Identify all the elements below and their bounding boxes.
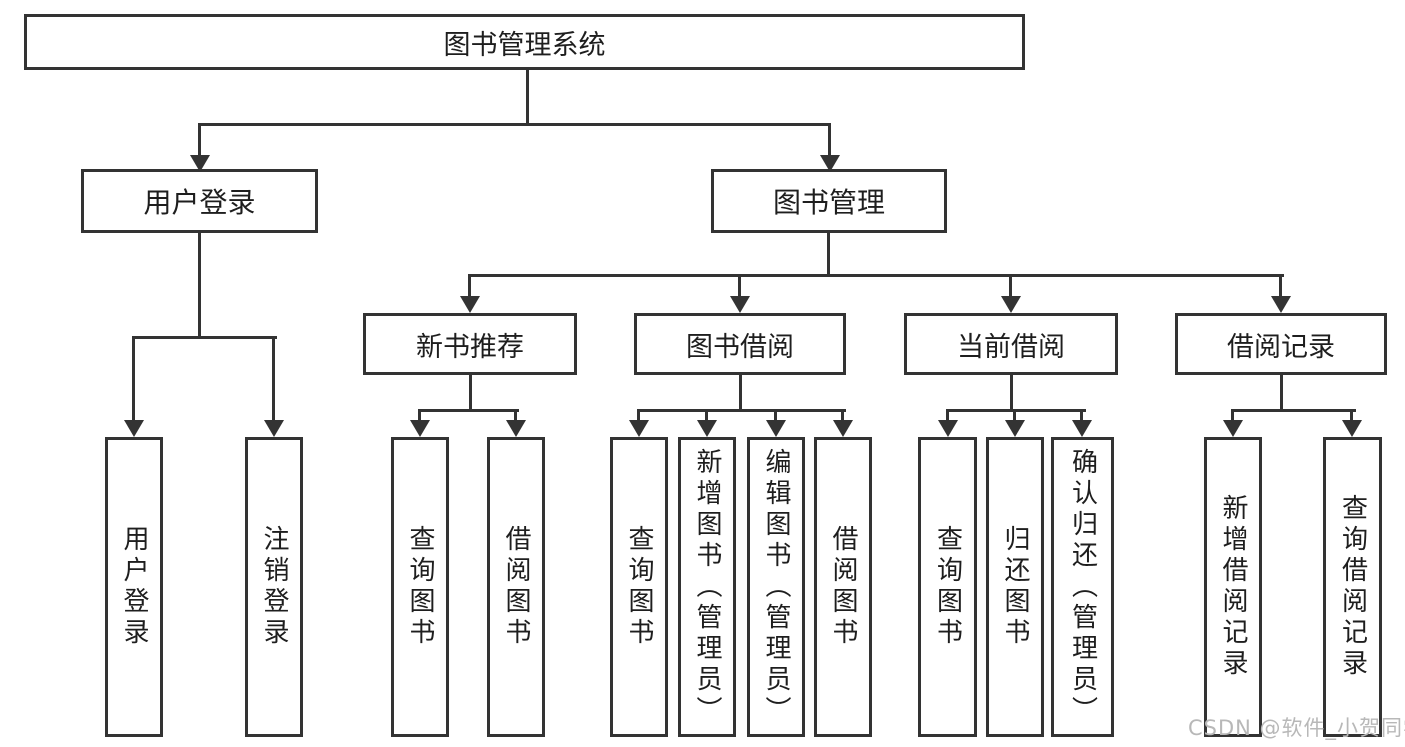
leaf-edit-books-admin-label: 编辑图书（管理员） <box>761 447 791 727</box>
leaf-confirm-return-admin: 确认归还（管理员） <box>1051 437 1114 737</box>
node-library-system-label: 图书管理系统 <box>443 29 606 61</box>
node-borrow-records-label: 借阅记录 <box>1227 331 1335 363</box>
leaf-return-books-label: 归还图书 <box>1000 525 1030 649</box>
arrow-down-icon <box>190 123 210 172</box>
leaf-user-login-label: 用户登录 <box>119 525 149 649</box>
arrow-down-icon <box>410 409 430 437</box>
connector-book-mgmt-stem <box>827 233 830 277</box>
connector-records-bar <box>1233 409 1356 412</box>
connector-newbook-bar <box>420 409 519 412</box>
arrow-down-icon <box>1001 274 1021 313</box>
leaf-logout-label: 注销登录 <box>259 525 289 649</box>
arrow-down-icon <box>1342 409 1362 437</box>
node-user-login-label: 用户登录 <box>143 186 256 219</box>
leaf-borrow-books-recommend: 借阅图书 <box>487 437 545 737</box>
arrow-down-icon <box>460 274 480 313</box>
arrow-down-icon <box>697 409 717 437</box>
leaf-add-books-admin: 新增图书（管理员） <box>678 437 736 737</box>
node-current-borrow-label: 当前借阅 <box>957 331 1065 363</box>
leaf-borrow-books: 借阅图书 <box>814 437 872 737</box>
arrow-down-icon <box>1223 409 1243 437</box>
connector-current-bar <box>948 409 1086 412</box>
leaf-logout: 注销登录 <box>245 437 303 737</box>
node-user-login: 用户登录 <box>81 169 318 233</box>
leaf-query-books-recommend-label: 查询图书 <box>405 525 435 649</box>
node-book-borrow: 图书借阅 <box>634 313 846 375</box>
arrow-down-icon <box>833 409 853 437</box>
leaf-confirm-return-admin-label: 确认归还（管理员） <box>1067 447 1098 727</box>
arrow-down-icon <box>766 409 786 437</box>
connector-records-stem <box>1280 375 1283 412</box>
connector-current-stem <box>1010 375 1013 412</box>
arrow-down-icon <box>124 336 144 437</box>
leaf-edit-books-admin: 编辑图书（管理员） <box>747 437 805 737</box>
connector-borrow-bar <box>639 409 846 412</box>
leaf-query-books-borrow-label: 查询图书 <box>624 525 654 649</box>
leaf-user-login: 用户登录 <box>105 437 163 737</box>
arrow-down-icon <box>1072 409 1092 437</box>
leaf-query-books-recommend: 查询图书 <box>391 437 449 737</box>
leaf-borrow-books-recommend-label: 借阅图书 <box>501 525 531 649</box>
arrow-down-icon <box>730 274 750 313</box>
arrow-down-icon <box>820 123 840 172</box>
node-book-management-label: 图书管理 <box>772 186 885 219</box>
leaf-add-books-admin-label: 新增图书（管理员） <box>692 447 722 727</box>
node-borrow-records: 借阅记录 <box>1175 313 1387 375</box>
watermark: CSDN @软件_小贺同学 <box>1188 716 1405 740</box>
leaf-query-borrow-record-label: 查询借阅记录 <box>1337 494 1368 680</box>
connector-root-bar <box>200 123 831 126</box>
leaf-query-books-current: 查询图书 <box>918 437 977 737</box>
arrow-down-icon <box>264 336 284 437</box>
arrow-down-icon <box>1271 274 1291 313</box>
node-new-book-recommend-label: 新书推荐 <box>416 331 524 363</box>
node-library-system: 图书管理系统 <box>24 14 1025 70</box>
leaf-return-books: 归还图书 <box>986 437 1044 737</box>
leaf-query-books-current-label: 查询图书 <box>932 525 963 649</box>
node-book-management: 图书管理 <box>711 169 947 233</box>
connector-borrow-stem <box>739 375 742 412</box>
node-current-borrow: 当前借阅 <box>904 313 1118 375</box>
node-book-borrow-label: 图书借阅 <box>686 331 794 363</box>
node-new-book-recommend: 新书推荐 <box>363 313 577 375</box>
connector-book-mgmt-bar <box>470 274 1284 277</box>
connector-user-login-stem <box>198 233 201 339</box>
connector-root-stem <box>526 69 529 126</box>
leaf-borrow-books-label: 借阅图书 <box>828 525 858 649</box>
leaf-add-borrow-record: 新增借阅记录 <box>1204 437 1262 737</box>
arrow-down-icon <box>938 409 958 437</box>
connector-newbook-stem <box>469 375 472 412</box>
arrow-down-icon <box>506 409 526 437</box>
leaf-add-borrow-record-label: 新增借阅记录 <box>1218 494 1248 680</box>
arrow-down-icon <box>629 409 649 437</box>
leaf-query-books-borrow: 查询图书 <box>610 437 668 737</box>
arrow-down-icon <box>1005 409 1025 437</box>
leaf-query-borrow-record: 查询借阅记录 <box>1323 437 1382 737</box>
connector-user-login-bar <box>134 336 277 339</box>
